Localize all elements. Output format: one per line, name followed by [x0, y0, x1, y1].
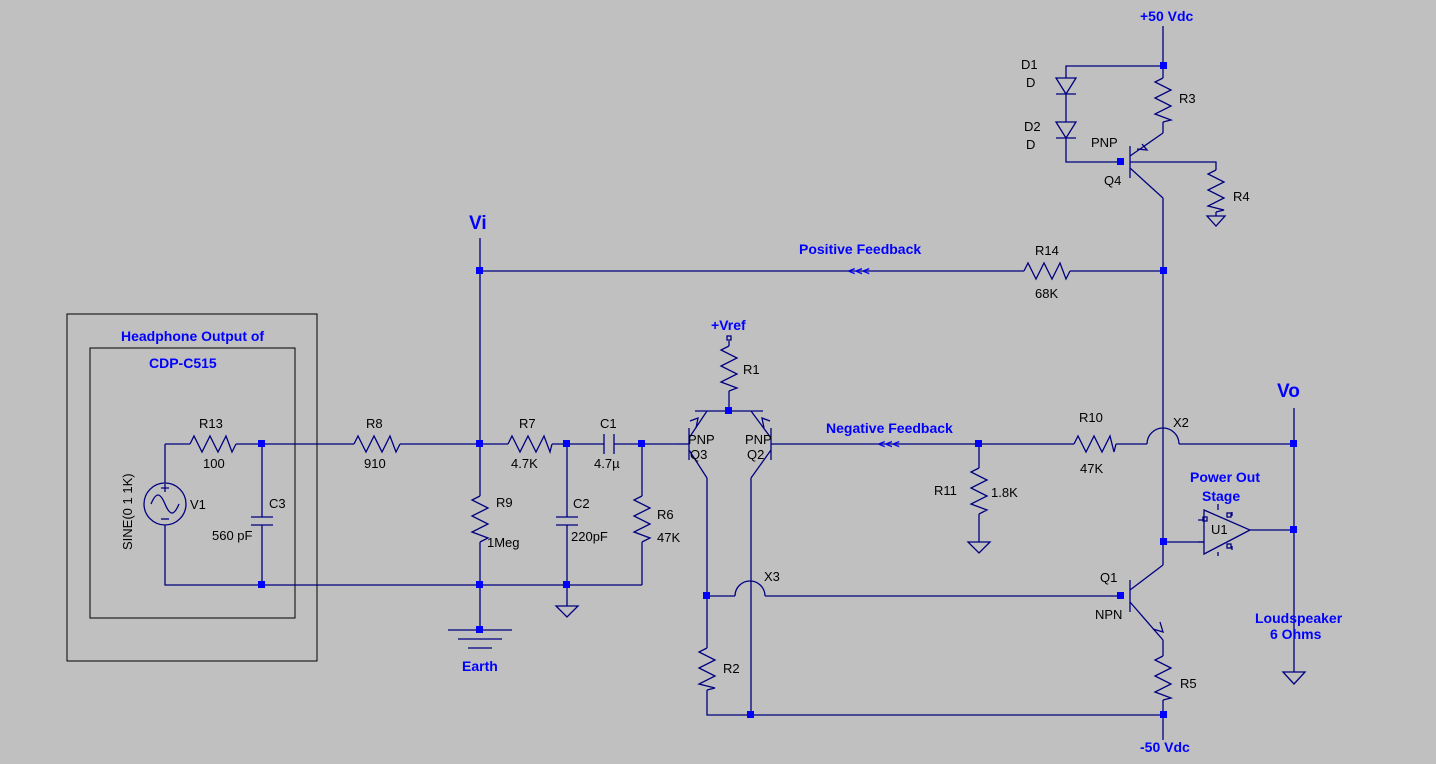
v1-value: SINE(0 1 1K): [120, 473, 135, 550]
c2-value: 220pF: [571, 529, 608, 544]
q2-type: PNP: [745, 432, 772, 447]
vref-label: +Vref: [711, 317, 746, 333]
pos-supply-label: +50 Vdc: [1140, 8, 1194, 24]
r10-symbol: [1073, 434, 1117, 454]
headphone-title-line1: Headphone Output of: [121, 328, 264, 344]
r7-ref: R7: [519, 416, 536, 431]
headphone-title-line2: CDP-C515: [149, 355, 217, 371]
earth-label: Earth: [462, 658, 498, 674]
c2-symbol: [556, 516, 578, 526]
r6-ref: R6: [657, 507, 674, 522]
r14-ref: R14: [1035, 243, 1059, 258]
c3-value: 560 pF: [212, 528, 253, 543]
r5-symbol: [1153, 655, 1174, 701]
speaker-line1: Loudspeaker: [1255, 610, 1343, 626]
r3-symbol: [1153, 77, 1174, 123]
r8-value: 910: [364, 456, 386, 471]
power-out-line2: Stage: [1202, 488, 1240, 504]
r10-ref: R10: [1079, 410, 1103, 425]
c3-ref: C3: [269, 496, 286, 511]
x3-label: X3: [764, 569, 780, 584]
r2-symbol: [697, 647, 717, 691]
u1-ref: U1: [1211, 522, 1228, 537]
q1-type: NPN: [1095, 607, 1122, 622]
r8-ref: R8: [366, 416, 383, 431]
r13-symbol: [189, 434, 237, 454]
r1-ref: R1: [743, 362, 760, 377]
q3-type: PNP: [688, 432, 715, 447]
d2-value: D: [1026, 137, 1035, 152]
d1-symbol: [1054, 77, 1078, 96]
d1-ref: D1: [1021, 57, 1038, 72]
d1-value: D: [1026, 75, 1035, 90]
r9-symbol: [470, 495, 490, 543]
r3-ref: R3: [1179, 91, 1196, 106]
r9-value: 1Meg: [487, 535, 520, 550]
positive-feedback-arrows: <<<: [848, 264, 870, 278]
negative-feedback-arrows: <<<: [878, 437, 900, 451]
r7-value: 4.7K: [511, 456, 538, 471]
r4-symbol: [1206, 169, 1226, 213]
c2-ref: C2: [573, 496, 590, 511]
r14-symbol: [1023, 261, 1071, 281]
d2-ref: D2: [1024, 119, 1041, 134]
positive-feedback-label: Positive Feedback: [799, 241, 921, 257]
r14-value: 68K: [1035, 286, 1058, 301]
r8-symbol: [353, 434, 401, 454]
v1-source-symbol: [143, 458, 187, 526]
q1-symbol: [1129, 564, 1164, 641]
crossover-x3: [734, 580, 766, 597]
q3-symbol: [688, 410, 708, 479]
r6-value: 47K: [657, 530, 680, 545]
r13-value: 100: [203, 456, 225, 471]
r1-symbol: [719, 345, 739, 392]
c1-ref: C1: [600, 416, 617, 431]
u1-opamp-symbol: [1198, 504, 1252, 556]
q4-type: PNP: [1091, 135, 1118, 150]
wires: [164, 26, 1307, 740]
r5-ref: R5: [1180, 676, 1197, 691]
r13-ref: R13: [199, 416, 223, 431]
r11-symbol: [969, 467, 989, 515]
crossover-x2: [1146, 427, 1180, 445]
speaker-line2: 6 Ohms: [1270, 626, 1322, 642]
q4-symbol: [1129, 132, 1164, 199]
d2-symbol: [1054, 121, 1078, 140]
r10-value: 47K: [1080, 461, 1103, 476]
vi-label: Vi: [469, 213, 487, 234]
q4-ref: Q4: [1104, 173, 1121, 188]
r2-ref: R2: [723, 661, 740, 676]
r11-value: 1.8K: [991, 485, 1018, 500]
c3-symbol: [251, 516, 273, 526]
headphone-outer-box: [66, 313, 318, 662]
r11-ref: R11: [934, 483, 957, 498]
v1-ref: V1: [190, 497, 206, 512]
r4-ref: R4: [1233, 189, 1250, 204]
x2-label: X2: [1173, 415, 1189, 430]
q2-ref: Q2: [747, 447, 764, 462]
negative-feedback-label: Negative Feedback: [826, 420, 953, 436]
q1-ref: Q1: [1100, 570, 1117, 585]
c1-value: 4.7µ: [594, 456, 620, 471]
neg-supply-label: -50 Vdc: [1140, 739, 1190, 755]
q2-symbol: [750, 410, 772, 479]
q3-ref: Q3: [690, 447, 707, 462]
r6-symbol: [632, 495, 652, 543]
junctions: [258, 62, 1297, 718]
vo-label: Vo: [1277, 381, 1300, 402]
vref-terminal: [726, 335, 732, 341]
r9-ref: R9: [496, 495, 513, 510]
headphone-inner-box: [89, 347, 296, 619]
r7-symbol: [507, 434, 553, 455]
power-out-line1: Power Out: [1190, 469, 1260, 485]
c1-symbol: [603, 434, 615, 454]
